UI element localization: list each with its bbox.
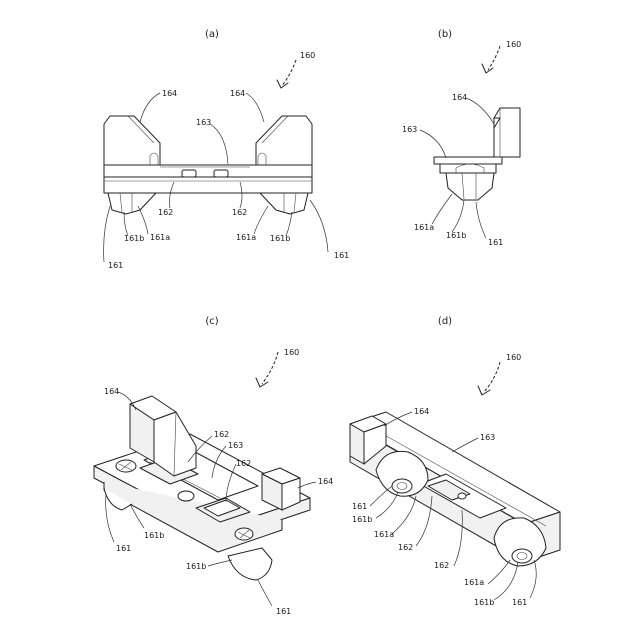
panel-c-label: (c): [205, 316, 218, 327]
panel-d-label: (d): [438, 316, 452, 327]
label-b-161a: 161a: [414, 223, 434, 232]
label-c-162-top: 162: [214, 430, 229, 439]
label-a-161a-left: 161a: [150, 233, 170, 242]
label-c-161b-left: 161b: [144, 531, 164, 540]
label-d-161-right: 161: [512, 598, 527, 607]
assembly-arrow-c-head: [256, 378, 268, 387]
panel-b: (b) 160 164 163 161a 161b 161: [402, 29, 521, 247]
label-c-162-mid: 162: [236, 459, 251, 468]
label-a-161-left: 161: [108, 261, 123, 270]
label-d-164: 164: [414, 407, 429, 416]
label-c-160: 160: [284, 348, 299, 357]
foot-left-d-hole: [392, 479, 412, 493]
rail-bump-right: [214, 170, 228, 177]
panel-d: (d) 160 164 163 161 161b: [350, 316, 560, 607]
label-d-161b-left: 161b: [352, 515, 372, 524]
label-c-163: 163: [228, 441, 243, 450]
label-c-161b-right: 161b: [186, 562, 206, 571]
flange-b: [434, 157, 502, 164]
panel-b-label: (b): [438, 29, 452, 40]
label-b-161: 161: [488, 238, 503, 247]
label-c-161-left: 161: [116, 544, 131, 553]
label-d-162-b: 162: [434, 561, 449, 570]
label-a-161b-right: 161b: [270, 234, 290, 243]
screw-hole-mid-c: [178, 491, 194, 501]
label-a-162-left: 162: [158, 208, 173, 217]
label-d-161b-right: 161b: [474, 598, 494, 607]
label-a-161b-left: 161b: [124, 234, 144, 243]
assembly-arrow-a-head: [277, 80, 288, 88]
assembly-arrow-a: [282, 60, 296, 86]
foot-bottom-c: [228, 548, 272, 580]
label-a-161a-right: 161a: [236, 233, 256, 242]
label-b-161b: 161b: [446, 231, 466, 240]
label-c-164-right: 164: [318, 477, 333, 486]
label-a-164-right: 164: [230, 89, 245, 98]
label-a-162-right: 162: [232, 208, 247, 217]
label-b-163: 163: [402, 125, 417, 134]
foot-right-d-hole: [512, 549, 532, 563]
label-c-164-left: 164: [104, 387, 119, 396]
label-a-160: 160: [300, 51, 315, 60]
label-d-160: 160: [506, 353, 521, 362]
label-a-163: 163: [196, 118, 211, 127]
panel-a: (a) 160 164 164 163: [104, 29, 350, 270]
assembly-arrow-d-head: [478, 386, 490, 395]
label-c-161-bottom: 161: [276, 607, 291, 616]
label-a-161-right: 161: [334, 251, 349, 260]
screw-hole-right-c: [235, 528, 253, 540]
assembly-arrow-c: [262, 352, 278, 384]
rail-bump-left: [182, 170, 196, 177]
label-d-163: 163: [480, 433, 495, 442]
label-d-161-left: 161: [352, 502, 367, 511]
panel-c: (c) 160: [94, 316, 333, 616]
label-b-160: 160: [506, 40, 521, 49]
panel-a-label: (a): [205, 29, 219, 40]
label-d-161a-left: 161a: [374, 530, 394, 539]
label-d-162-a: 162: [398, 543, 413, 552]
block-b: [494, 108, 520, 157]
label-a-164-left: 164: [162, 89, 177, 98]
label-b-164: 164: [452, 93, 467, 102]
rail-b: [440, 164, 496, 173]
assembly-arrow-b: [488, 46, 500, 70]
base-bottom-a: [104, 177, 312, 193]
foot-b: [446, 173, 494, 200]
assembly-arrow-d: [484, 362, 500, 392]
label-d-161a-right: 161a: [464, 578, 484, 587]
